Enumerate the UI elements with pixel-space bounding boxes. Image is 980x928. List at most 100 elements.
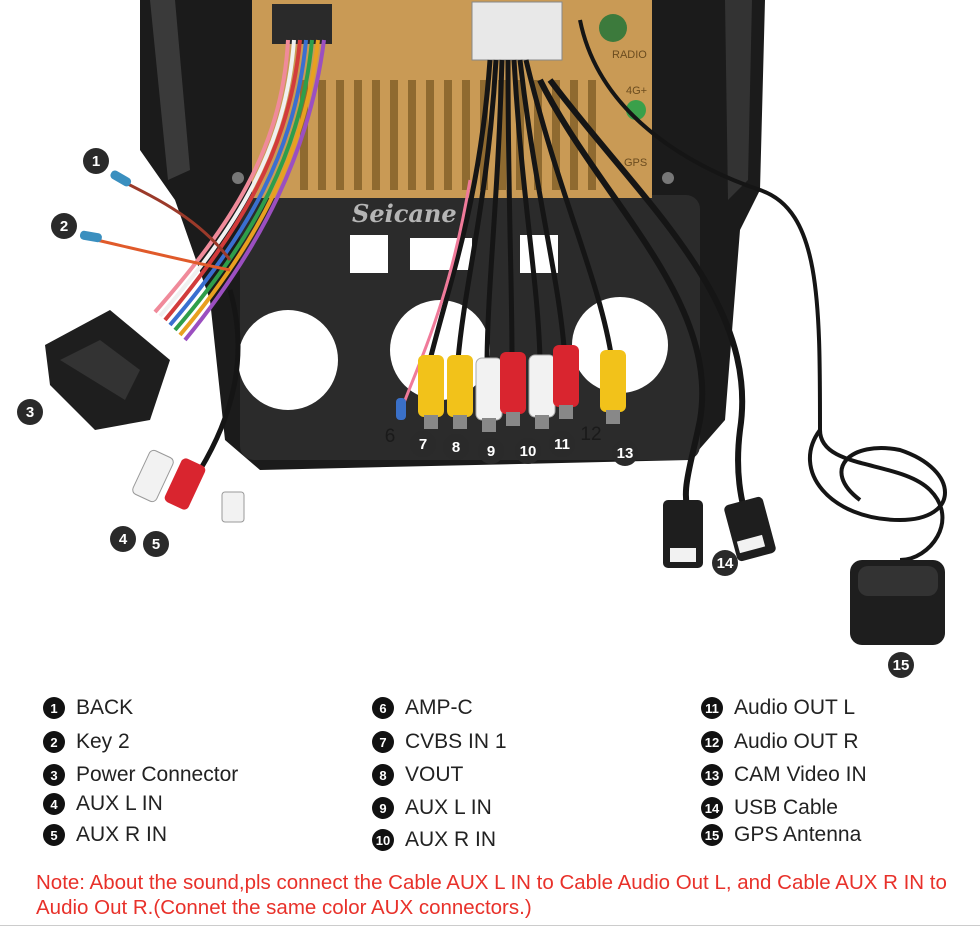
legend-item-11: 11 Audio OUT L — [701, 693, 855, 723]
rca-plug-7-yellow — [418, 355, 444, 417]
usb-connector-a-port — [670, 548, 696, 562]
legend-label: Audio OUT R — [734, 730, 859, 753]
callout-2: 2 — [51, 213, 77, 239]
gps-label: GPS — [624, 157, 647, 169]
callout-15: 15 — [888, 652, 914, 678]
legend-badge: 1 — [43, 697, 65, 719]
legend-label: Key 2 — [76, 730, 130, 753]
legend-label: BACK — [76, 696, 134, 719]
legend-item-3: 3 Power Connector — [43, 760, 238, 790]
head-unit-wiring-photo: RADIO 4G+ GPS Seicane — [45, 0, 947, 645]
legend-label: USB Cable — [734, 796, 838, 819]
callout-10: 10 — [515, 438, 541, 464]
rca-tips — [424, 405, 620, 432]
legend-badge: 9 — [372, 797, 394, 819]
legend-item-9: 9 AUX L IN — [372, 793, 492, 823]
rca-plug-8-yellow — [447, 355, 473, 417]
callout-14: 14 — [712, 550, 738, 576]
legend-badge: 3 — [43, 764, 65, 786]
legend-item-6: 6 AMP-C — [372, 693, 473, 723]
legend-badge: 14 — [701, 797, 723, 819]
aux-r-plug-red — [164, 458, 206, 510]
legend-badge: 7 — [372, 731, 394, 753]
callout-11: 11 — [549, 431, 575, 457]
legend-badge: 5 — [43, 824, 65, 846]
bezel-highlight-right — [725, 0, 752, 200]
callout-9: 9 — [478, 438, 504, 464]
legend-item-5: 5 AUX R IN — [43, 820, 167, 850]
callout-8: 8 — [443, 434, 469, 460]
legend-badge: 11 — [701, 697, 723, 719]
legend-label: VOUT — [405, 763, 464, 786]
bezel-highlight — [150, 0, 190, 180]
legend-label: Audio OUT L — [734, 696, 856, 719]
slot-1 — [350, 235, 388, 273]
legend-badge: 2 — [43, 731, 65, 753]
callout-12: 12 — [580, 423, 602, 445]
legend-item-1: 1 BACK — [43, 693, 133, 723]
usb-cable-2 — [547, 78, 753, 531]
amp-c-tip — [396, 398, 406, 420]
legend-item-13: 13 CAM Video IN — [701, 760, 867, 790]
legend-label: AMP-C — [405, 696, 473, 719]
legend-label: GPS Antenna — [734, 823, 862, 846]
mount-hole-right — [572, 297, 668, 393]
legend-item-2: 2 Key 2 — [43, 727, 130, 757]
rca-plug-13-yellow — [600, 350, 626, 412]
legend-item-7: 7 CVBS IN 1 — [372, 727, 507, 757]
legend-label: AUX R IN — [76, 823, 168, 846]
legend-label: CAM Video IN — [734, 763, 867, 786]
aux-l-plug-white — [132, 449, 174, 503]
legend-badge: 13 — [701, 764, 723, 786]
legend-item-12: 12 Audio OUT R — [701, 727, 859, 757]
radio-label: RADIO — [612, 49, 647, 61]
legend-item-4: 4 AUX L IN — [43, 789, 163, 819]
legend-badge: 15 — [701, 824, 723, 846]
legend-badge: 10 — [372, 829, 394, 851]
rca-cables — [427, 59, 615, 361]
legend-badge: 4 — [43, 793, 65, 815]
mount-hole-left — [238, 310, 338, 410]
brand-watermark: Seicane — [352, 199, 457, 228]
4g-label: 4G+ — [626, 85, 647, 97]
usb-connector-b-port — [736, 534, 766, 554]
legend-label: Power Connector — [76, 763, 239, 786]
callout-3: 3 — [17, 399, 43, 425]
small-white-plug — [221, 491, 245, 523]
legend-badge: 8 — [372, 764, 394, 786]
callout-1: 1 — [83, 148, 109, 174]
back-wire — [119, 178, 232, 261]
radio-antenna-socket — [599, 14, 627, 42]
aux-input-cable — [197, 289, 241, 472]
legend-badge: 12 — [701, 731, 723, 753]
multi-socket — [471, 1, 563, 61]
gps-antenna-top — [858, 566, 938, 596]
callout-13: 13 — [612, 440, 638, 466]
legend-item-8: 8 VOUT — [372, 760, 463, 790]
callout-5: 5 — [143, 531, 169, 557]
key2-wire-tip — [79, 230, 102, 243]
legend-label: AUX R IN — [405, 828, 497, 851]
wire-harness — [153, 39, 326, 342]
legend-item-15: 15 GPS Antenna — [701, 820, 861, 850]
legend-item-14: 14 USB Cable — [701, 793, 838, 823]
rca-plug-11-white — [528, 354, 556, 418]
callout-7: 7 — [410, 431, 436, 457]
legend-label: CVBS IN 1 — [405, 730, 507, 753]
rca-plug-9-white — [475, 357, 503, 421]
harness-socket — [272, 4, 332, 44]
amp-c-wire — [400, 179, 472, 409]
legend-badge: 6 — [372, 697, 394, 719]
rca-plug-12-red — [553, 345, 579, 407]
legend-label: AUX L IN — [405, 796, 492, 819]
key2-wire — [87, 236, 231, 272]
back-wire-tip — [110, 170, 132, 187]
legend-label: AUX L IN — [76, 792, 163, 815]
callout-4: 4 — [110, 526, 136, 552]
callout-6: 6 — [384, 425, 396, 447]
rca-plug-10-red — [500, 352, 526, 414]
gps-cable-coil — [807, 428, 947, 523]
divider — [0, 925, 980, 926]
sound-connection-note: Note: About the sound,pls connect the Ca… — [36, 871, 947, 919]
